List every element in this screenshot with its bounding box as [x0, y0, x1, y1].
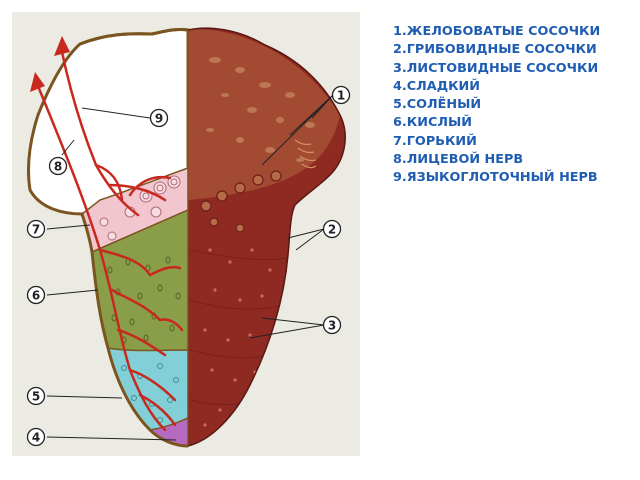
salty-zone	[106, 347, 189, 431]
svg-text:2: 2	[328, 223, 336, 237]
left-schematic-half	[26, 28, 190, 448]
arrowhead-facial	[30, 72, 45, 92]
svg-text:5: 5	[32, 390, 40, 404]
sour-zone-papillae	[107, 256, 181, 344]
svg-text:7: 7	[32, 223, 40, 237]
svg-text:4: 4	[32, 431, 40, 445]
legend-item: 1.ЖЕЛОБОВАТЫЕ СОСОЧКИ	[393, 24, 601, 39]
arrowhead-glossopharyngeal	[54, 36, 70, 56]
leader-lines	[46, 94, 334, 441]
legend-item: 7.ГОРЬКИЙ	[393, 133, 477, 149]
legend-item: 4.СЛАДКИЙ	[393, 78, 480, 94]
legend-item: 9.ЯЗЫКОГЛОТОЧНЫЙ НЕРВ	[393, 170, 598, 186]
callout-9: 9	[149, 108, 169, 128]
tongue-left-contour	[80, 213, 189, 448]
callout-1: 1	[331, 85, 351, 105]
legend-list: 1.ЖЕЛОБОВАТЫЕ СОСОЧКИ 2.ГРИБОВИДНЫЕ СОСО…	[393, 23, 633, 188]
legend-item: 2.ГРИБОВИДНЫЕ СОСОЧКИ	[393, 42, 597, 58]
nerve-branches	[36, 50, 184, 432]
fungiform-papillae	[203, 248, 282, 427]
svg-text:3: 3	[328, 319, 336, 333]
legend-item: 8.ЛИЦЕВОЙ НЕРВ	[393, 152, 524, 168]
callout-3: 3	[322, 315, 342, 335]
callout-4: 4	[26, 427, 46, 447]
circumvallate-papillae	[200, 170, 282, 233]
callout-markers: 1 2 3 4 5 6 7	[26, 85, 351, 447]
svg-text:8: 8	[54, 160, 62, 174]
root-top-contour	[79, 28, 189, 46]
svg-text:6: 6	[32, 289, 40, 303]
foliate-papillae	[294, 139, 317, 169]
right-realistic-half	[188, 28, 346, 446]
callout-8: 8	[48, 156, 68, 176]
tongue-right-contour	[187, 27, 346, 447]
callout-5: 5	[26, 386, 46, 406]
svg-text:9: 9	[155, 112, 163, 126]
callout-6: 6	[26, 285, 46, 305]
legend-item: 5.СОЛЁНЫЙ	[393, 97, 482, 113]
legend-item: 3.ЛИСТОВИДНЫЕ СОСОЧКИ	[393, 60, 599, 76]
legend-item: 6.КИСЛЫЙ	[393, 115, 472, 131]
svg-text:1: 1	[337, 89, 345, 103]
callout-2: 2	[322, 219, 342, 239]
callout-7: 7	[26, 219, 46, 239]
